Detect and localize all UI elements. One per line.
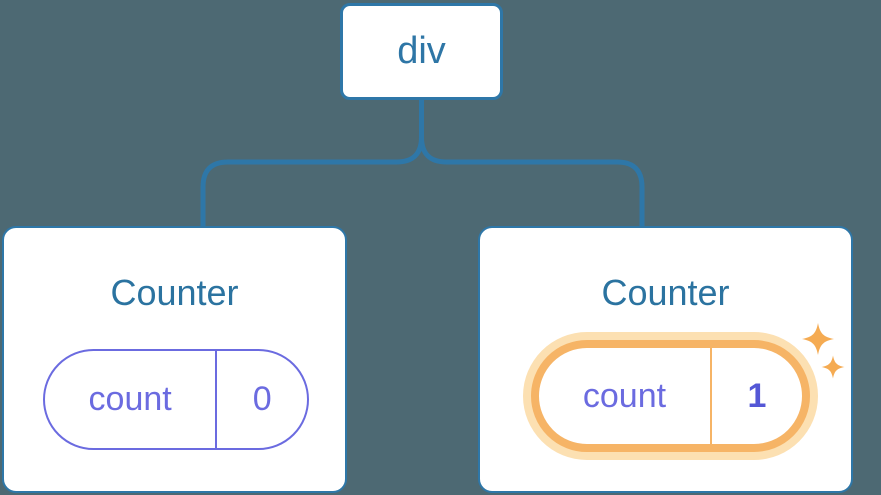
state-pill-updated: count 1 (531, 340, 810, 452)
state-pill: count 0 (43, 349, 309, 450)
state-value: 1 (709, 348, 802, 444)
tree-connector-right (419, 100, 645, 227)
tree-connector-left (200, 100, 424, 227)
counter-card-right: Counter count 1 (478, 226, 853, 493)
state-key: count (582, 376, 667, 415)
state-key: count (88, 380, 172, 418)
component-title: Counter (110, 272, 239, 313)
state-value: 0 (215, 351, 307, 448)
component-title: Counter (601, 272, 730, 313)
root-node-label: div (397, 30, 446, 72)
counter-card-left: Counter count 0 (2, 226, 347, 493)
root-node-div: div (340, 3, 503, 100)
